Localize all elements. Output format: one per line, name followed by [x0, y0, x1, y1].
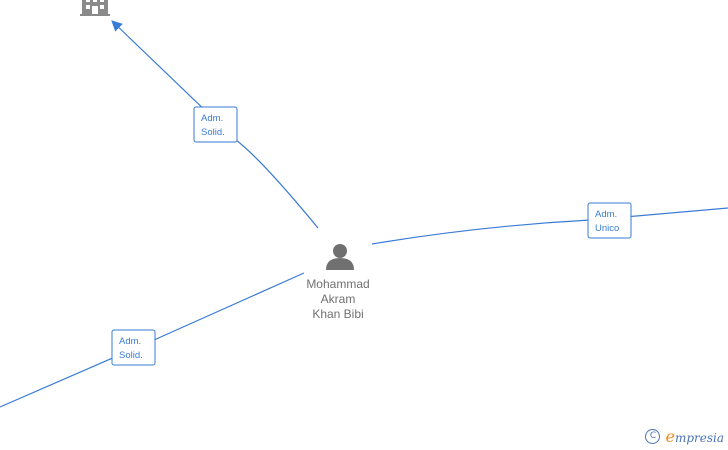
edge-line-top	[111, 20, 319, 229]
edge-label-bottom-left[interactable]: Adm. Solid.	[111, 329, 156, 366]
edge-label-bottom-left-line2: Solid.	[119, 350, 143, 361]
person-icon[interactable]	[326, 244, 354, 270]
edge-label-right-line1: Adm.	[595, 209, 617, 220]
edge-label-top-line2: Solid.	[201, 127, 225, 138]
brand-logo-text: mpresia	[674, 431, 724, 445]
edge-line-right	[371, 207, 728, 245]
building-icon[interactable]	[80, 0, 110, 16]
edge-label-top[interactable]: Adm. Solid.	[193, 106, 238, 143]
edge-label-bottom-left-line1: Adm.	[119, 336, 141, 347]
person-name-label[interactable]: Mohammad Akram Khan Bibi	[290, 277, 386, 322]
person-name-line2: Akram	[320, 292, 356, 306]
copyright-icon: C	[645, 429, 661, 444]
edge-label-right-line2: Unico	[595, 223, 619, 234]
edge-label-right[interactable]: Adm. Unico	[587, 202, 632, 239]
person-name-line3: Khan Bibi	[312, 307, 364, 321]
person-name-line1: Mohammad	[306, 277, 370, 291]
brand-logo-letter: e	[665, 427, 675, 446]
edge-label-top-line1: Adm.	[201, 113, 223, 124]
